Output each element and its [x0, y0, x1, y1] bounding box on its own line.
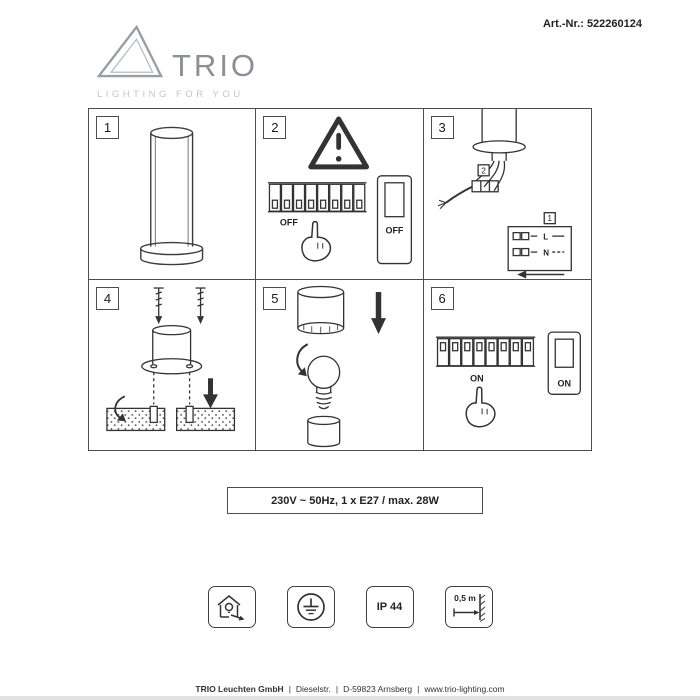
lamp-head-icon — [297, 285, 345, 334]
power-on-illustration: ON ON — [435, 331, 581, 427]
panel-1-number: 1 — [96, 116, 119, 139]
footer-separator: | — [335, 684, 339, 694]
protection-class-badge — [286, 586, 335, 628]
anchor-plug-icon — [149, 405, 194, 423]
wire-l-label: L — [543, 233, 548, 242]
pole-base-icon — [472, 109, 526, 161]
house-bulb-icon — [217, 595, 244, 621]
certification-icons-row: IP 44 0,5 m — [0, 586, 700, 628]
footer-street: Dieselstr. — [295, 684, 331, 694]
footer-separator: | — [288, 684, 291, 694]
wall-distance-label: 0,5 m — [454, 593, 476, 603]
breaker-off-label: OFF — [280, 218, 298, 228]
brand-tagline: LIGHTING FOR YOU — [97, 89, 244, 100]
terminal-block-icon — [471, 180, 499, 193]
panel-3: 3 — [423, 109, 591, 280]
bold-down-arrow-icon — [371, 291, 387, 334]
breaker-panel-icon — [435, 336, 535, 367]
svg-text:1: 1 — [547, 214, 552, 223]
ground-hatch — [106, 407, 236, 431]
callout-1: 1 — [543, 212, 556, 225]
breaker-panel-icon — [268, 182, 367, 213]
panel-3-number: 3 — [430, 116, 454, 139]
footer-company: TRIO Leuchten GmbH — [195, 684, 284, 694]
socket-post-icon — [307, 415, 341, 447]
wall-distance-icon: 0,5 m — [452, 593, 485, 622]
warning-icon — [308, 116, 370, 170]
bollard-luminaire-illustration — [140, 126, 204, 266]
footer-city: D-59823 Arnsberg — [343, 684, 413, 694]
brand-logo: TRIO LIGHTING FOR YOU — [96, 24, 259, 100]
page-bottom-edge — [0, 696, 700, 700]
panel-6-number: 6 — [430, 286, 454, 310]
footer: TRIO Leuchten GmbH | Dieselstr. | D-5982… — [0, 684, 700, 694]
bulb-installation-illustration — [296, 285, 387, 447]
breaker-on-label: ON — [470, 373, 484, 383]
panel-5-number: 5 — [263, 286, 287, 310]
svg-text:2: 2 — [481, 166, 486, 175]
screw-icon — [153, 286, 164, 324]
panel-1: 1 — [89, 109, 257, 280]
mains-cable-icon — [437, 185, 473, 210]
footer-separator: | — [417, 684, 420, 694]
power-off-illustration: OFF OFF — [268, 116, 413, 265]
electrical-spec-label: 230V ~ 50Hz, 1 x E27 / max. 28W — [271, 494, 439, 507]
ip-rating-badge: IP 44 — [365, 586, 414, 628]
switch-off-label: OFF — [386, 226, 404, 236]
electrical-spec-box: 230V ~ 50Hz, 1 x E27 / max. 28W — [227, 487, 483, 514]
screw-icon-2 — [195, 286, 206, 324]
mounting-illustration — [106, 286, 236, 431]
rotate-arrow-icon — [296, 342, 309, 376]
connection-detail-box: L N — [507, 226, 572, 272]
brand-name: TRIO — [172, 48, 259, 83]
wire-n-label: N — [543, 249, 549, 258]
wall-switch-icon — [377, 175, 413, 265]
panel-2-number: 2 — [263, 116, 287, 139]
panel-4-number: 4 — [96, 286, 119, 310]
outdoor-luminaire-badge — [207, 586, 256, 628]
hand-icon — [465, 385, 496, 427]
projection-lines — [153, 371, 191, 404]
wiring-illustration: 2 1 L N — [437, 109, 572, 279]
panel-4: 4 — [89, 279, 257, 450]
article-number: Art.-Nr.: 522260124 — [542, 18, 642, 30]
callout-2: 2 — [477, 164, 490, 177]
footer-website: www.trio-lighting.com — [424, 684, 505, 694]
bold-down-arrow-icon — [203, 377, 218, 408]
panel-5: 5 — [256, 279, 424, 450]
hand-icon — [301, 220, 332, 262]
ip-rating-label: IP 44 — [376, 601, 403, 613]
panel-2: 2 — [256, 109, 424, 280]
panel-6: 6 ON — [424, 280, 591, 451]
wall-distance-badge: 0,5 m — [444, 586, 493, 628]
wall-switch-icon — [547, 331, 581, 395]
light-bulb-icon — [307, 355, 341, 409]
pole-flange-icon — [141, 324, 203, 374]
direction-arrow-icon — [516, 270, 564, 279]
switch-on-label: ON — [557, 378, 571, 388]
triangle-logo-icon — [96, 24, 164, 84]
instruction-grid: 1 2 — [88, 108, 592, 451]
earth-ground-icon — [296, 593, 325, 621]
